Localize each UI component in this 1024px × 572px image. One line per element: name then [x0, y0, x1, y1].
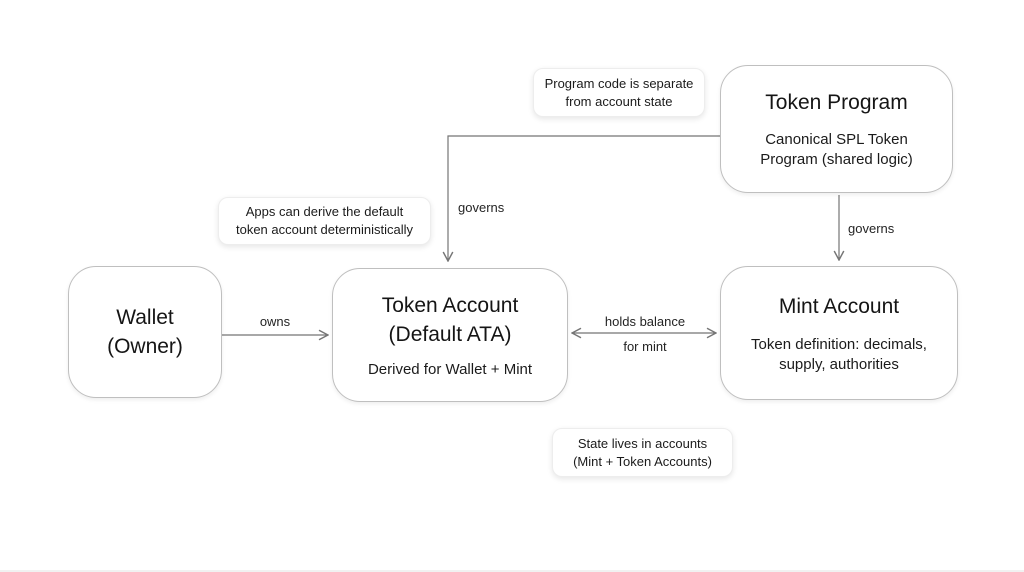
annotation-program-code: Program code is separate from account st… — [533, 68, 705, 117]
node-subtitle: Derived for Wallet + Mint — [367, 360, 533, 378]
node-wallet: Wallet (Owner) — [68, 266, 222, 398]
node-token-program: Token Program Canonical SPL Token Progra… — [720, 65, 953, 193]
node-title: Wallet (Owner) — [107, 306, 183, 358]
node-token-account: Token Account (Default ATA) Derived for … — [332, 268, 568, 402]
annotation-apps-derive: Apps can derive the default token accoun… — [218, 197, 431, 245]
edge-label-governs-mint: governs — [848, 221, 895, 236]
node-title: Token Program — [765, 91, 908, 114]
edge-label-governs-token-account: governs — [458, 200, 505, 215]
edge-label-holds-balance-line1: holds balance — [604, 314, 686, 329]
edge-label-owns: owns — [259, 314, 291, 329]
node-title: Token Account (Default ATA) — [381, 293, 519, 346]
node-title: Mint Account — [778, 294, 900, 318]
edge-governs-token-account-arrow — [448, 135, 720, 261]
node-mint-account: Mint Account Token definition: decimals,… — [720, 266, 958, 400]
edge-label-holds-balance-line2: for mint — [623, 339, 667, 354]
node-subtitle: Token definition: decimals, supply, auth… — [751, 335, 927, 373]
annotation-state-lives: State lives in accounts (Mint + Token Ac… — [552, 428, 733, 477]
node-subtitle: Canonical SPL Token Program (shared logi… — [760, 131, 913, 168]
bottom-edge-strip — [0, 570, 1024, 572]
